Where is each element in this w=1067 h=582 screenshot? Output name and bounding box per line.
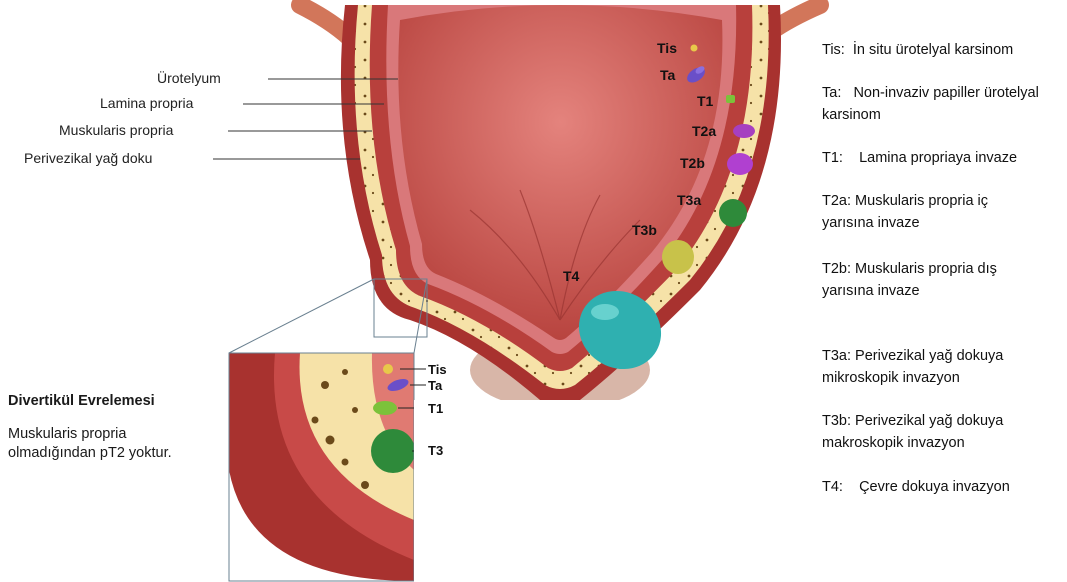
legend-text: Lamina propriaya invaze (859, 150, 1017, 166)
inset-marker-tis: Tis (428, 362, 447, 377)
label-urothelium: Ürotelyum (157, 70, 221, 86)
diverticulum-note-body: Muskularis propria olmadığından pT2 yokt… (8, 425, 208, 463)
t1-tumor (726, 95, 735, 103)
legend-item-ta: Ta: Non-invaziv papiller ürotelyal karsi… (822, 82, 1052, 126)
t3a-tumor (719, 199, 747, 227)
label-lamina-propria: Lamina propria (100, 95, 193, 111)
legend-item-t1: T1: Lamina propriaya invaze (822, 147, 1062, 169)
legend-text: Non-invaziv papiller ürotelyal karsinom (822, 85, 1039, 123)
marker-t3a: T3a (677, 192, 701, 208)
inset-marker-t1: T1 (428, 401, 443, 416)
t2b-tumor (727, 153, 753, 175)
legend-code: T2a: (822, 193, 851, 209)
legend-code: Ta: (822, 85, 841, 101)
legend-item-t3b: T3b: Perivezikal yağ dokuya makroskopik … (822, 410, 1052, 454)
inset-marker-ta: Ta (428, 378, 442, 393)
legend-code: Tis: (822, 42, 845, 58)
marker-t3b: T3b (632, 222, 657, 238)
marker-t4: T4 (563, 268, 579, 284)
diverticulum-note-title: Divertikül Evrelemesi (8, 393, 155, 409)
tis-tumor (691, 45, 698, 52)
t3b-tumor (662, 240, 694, 274)
legend-item-t2b: T2b: Muskularis propria dış yarısına inv… (822, 258, 1047, 302)
legend-item-t2a: T2a: Muskularis propria iç yarısına inva… (822, 190, 1042, 234)
legend-text: İn situ ürotelyal karsinom (853, 42, 1013, 58)
legend-code: T3a: (822, 348, 851, 364)
diverticulum-inset (229, 353, 426, 581)
legend-item-t3a: T3a: Perivezikal yağ dokuya mikroskopik … (822, 345, 1052, 389)
label-muscularis-propria: Muskularis propria (59, 122, 173, 138)
legend-item-tis: Tis: İn situ ürotelyal karsinom (822, 39, 1062, 61)
legend-code: T2b: (822, 261, 851, 277)
marker-tis: Tis (657, 40, 677, 56)
t2a-tumor (733, 124, 755, 138)
marker-t2b: T2b (680, 155, 705, 171)
label-perivesical-fat: Perivezikal yağ doku (24, 150, 152, 166)
marker-t1: T1 (697, 93, 713, 109)
legend-code: T3b: (822, 413, 851, 429)
legend-text: Çevre dokuya invazyon (859, 479, 1010, 495)
marker-ta: Ta (660, 67, 675, 83)
inset-marker-t3: T3 (428, 443, 443, 458)
zoom-connector-left (229, 279, 374, 353)
marker-t2a: T2a (692, 123, 716, 139)
legend-code: T4: (822, 479, 843, 495)
legend-item-t4: T4: Çevre dokuya invazyon (822, 476, 1062, 498)
legend-code: T1: (822, 150, 843, 166)
